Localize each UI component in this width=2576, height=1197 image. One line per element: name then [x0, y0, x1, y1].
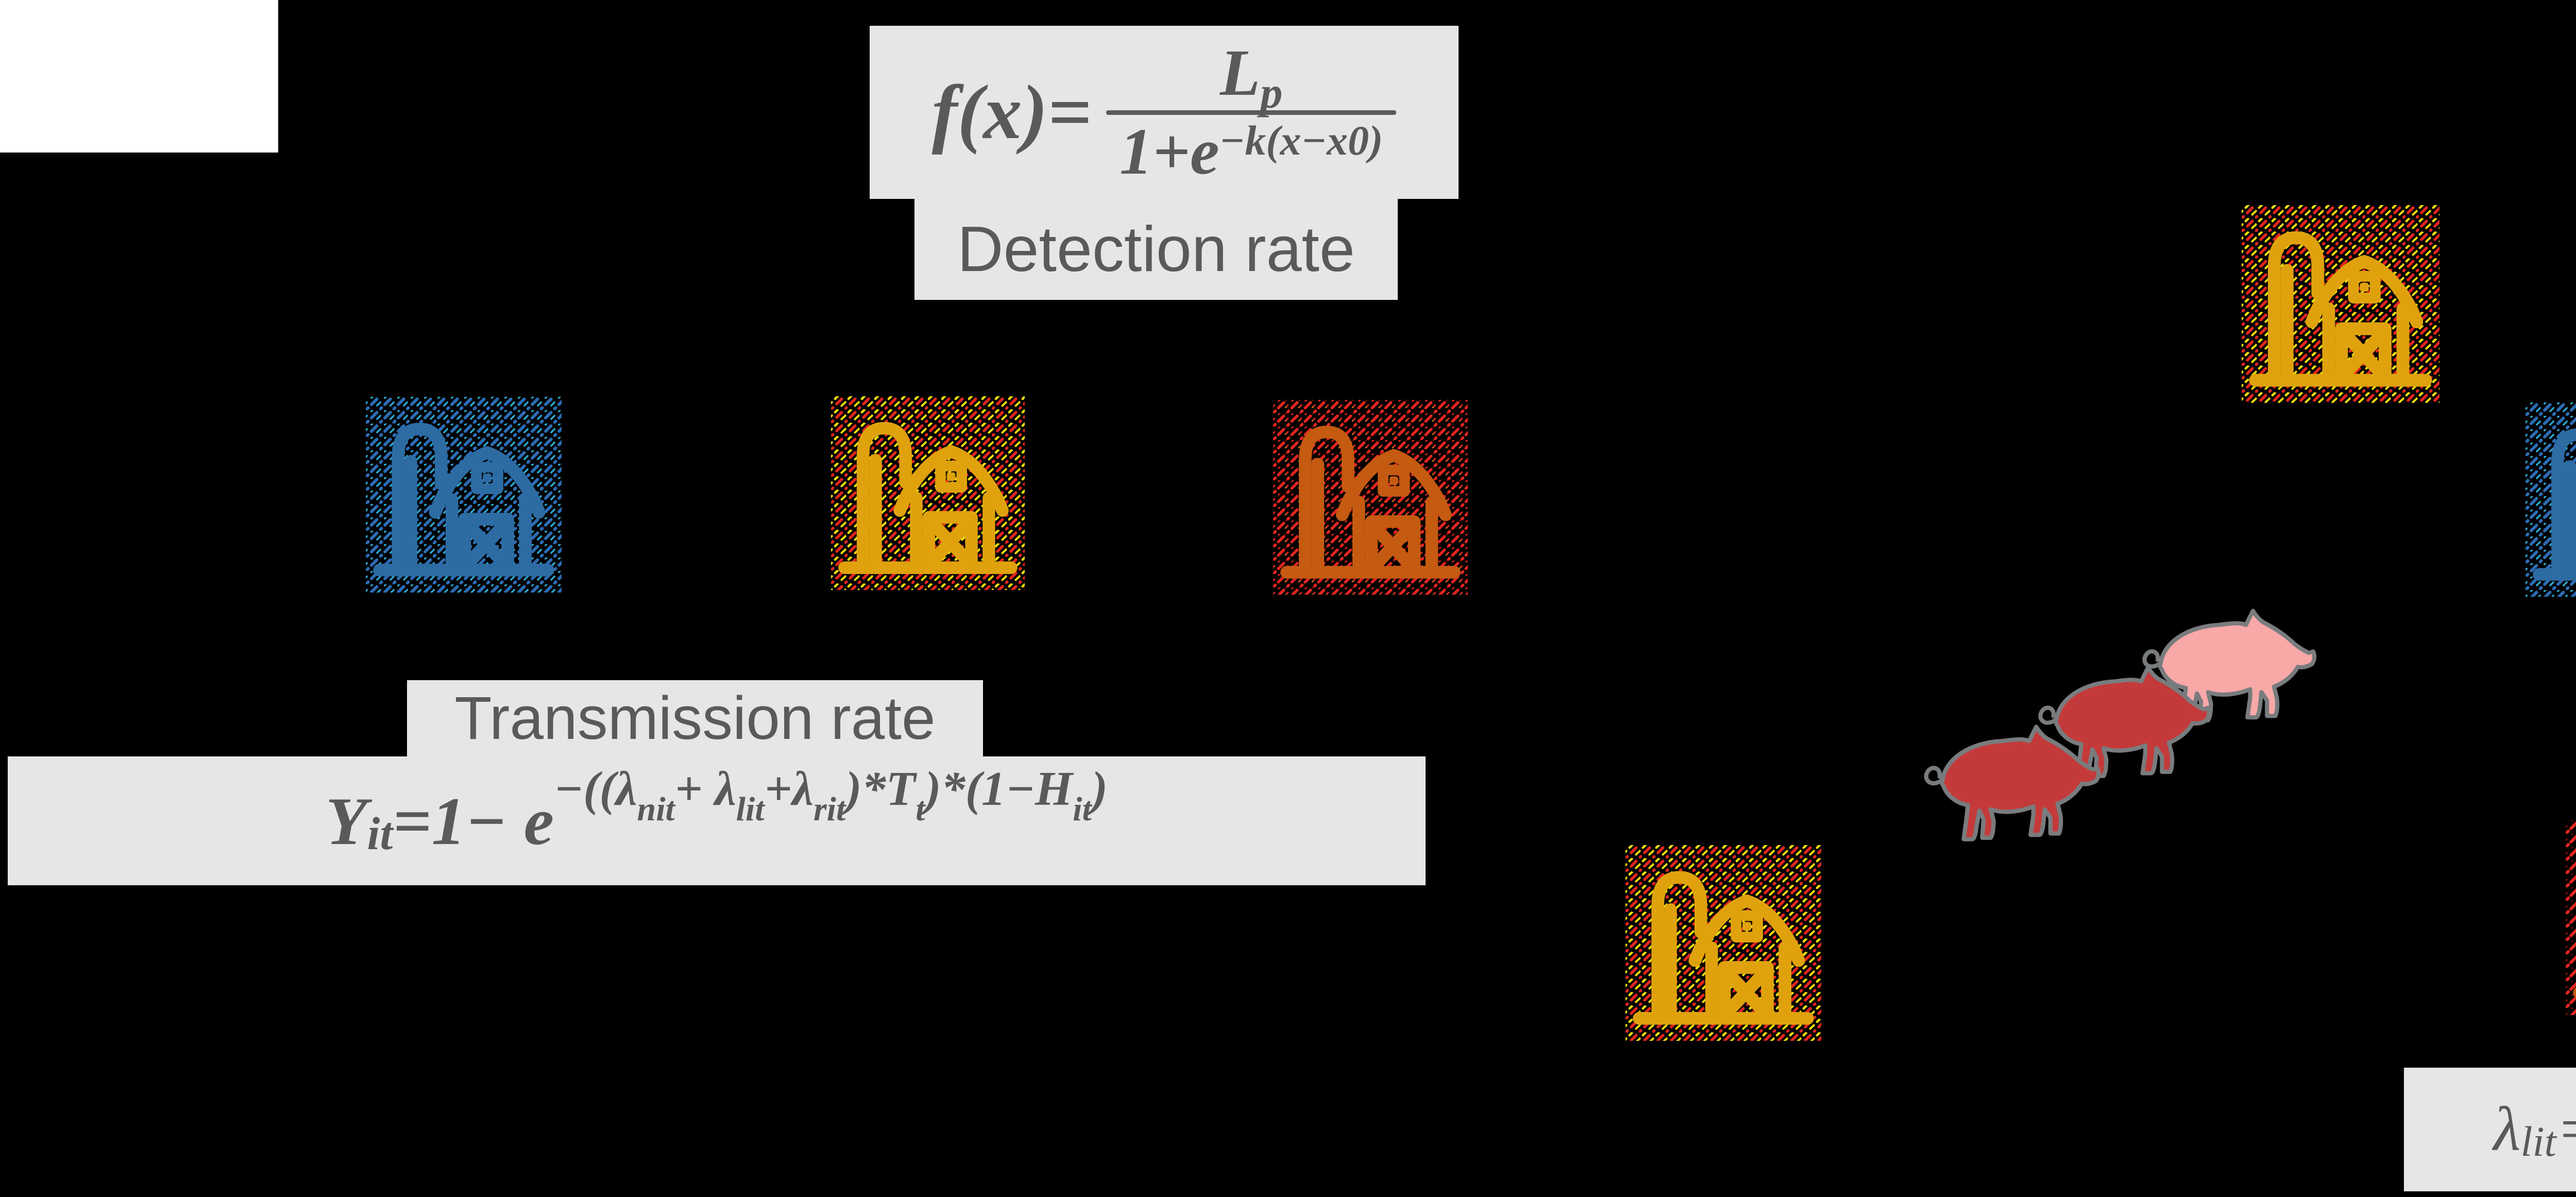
white-corner-box [0, 0, 278, 153]
transmission-rate-label: Transmission rate [407, 680, 983, 756]
exp-sub: t [916, 790, 925, 828]
lambda-eq: =β [2556, 1093, 2576, 1166]
hatch-tile [2566, 820, 2576, 1015]
exp-sub: it [1073, 790, 1092, 828]
detection-rate-label: Detection rate [914, 199, 1398, 300]
detection-formula-fraction: Lp 1+e−k(x−x0) [1106, 36, 1397, 189]
transmission-lhs-subscript: it [367, 808, 393, 859]
exp-run: ) [1091, 762, 1108, 816]
transmission-eq: =1− e [393, 783, 554, 859]
exp-sub: lit [736, 790, 765, 828]
detection-rate-text: Detection rate [957, 214, 1355, 285]
numerator-subscript: p [1260, 67, 1283, 117]
transmission-lhs: Y [325, 783, 367, 859]
exp-run: )*T [845, 762, 916, 816]
farm-icon-blue-left [366, 397, 562, 593]
lambda-formula-panel: λlit=βl*Σ2(j=1)gijt [2404, 1068, 2576, 1191]
fraction-numerator: Lp [1219, 36, 1283, 117]
exp-run: + λ [674, 762, 736, 816]
exp-sub: nit [637, 790, 675, 828]
exp-sub: rit [813, 790, 846, 828]
exp-run: −((λ [554, 762, 637, 816]
lambda-lhs: λ [2493, 1094, 2521, 1164]
farm-icon-gold-bottom [1625, 845, 1821, 1041]
detection-formula-panel: f(x)= Lp 1+e−k(x−x0) [870, 26, 1459, 199]
farm-icon-gold-mid-left [831, 396, 1025, 590]
exp-run: )*(1−H [925, 762, 1073, 816]
exp-run: +λ [764, 762, 814, 816]
farm-icon-gold-top-right [2242, 205, 2439, 403]
lambda-lhs-subscript: lit [2520, 1118, 2556, 1166]
farm-icon-blue-right [2526, 402, 2576, 597]
denominator-exponent: −k(x−x0) [1219, 116, 1383, 164]
fraction-bar [1106, 110, 1397, 115]
transmission-rate-text: Transmission rate [454, 684, 936, 752]
farm-icon-orange-mid [1273, 400, 1468, 595]
detection-formula-lhs: f(x)= [931, 70, 1092, 155]
fraction-denominator: 1+e−k(x−x0) [1119, 114, 1383, 188]
farm-icon-orange-right [2566, 820, 2576, 1015]
transmission-exponent: −((λnit+ λlit+λrit)*Tt)*(1−Hit) [554, 761, 1108, 828]
